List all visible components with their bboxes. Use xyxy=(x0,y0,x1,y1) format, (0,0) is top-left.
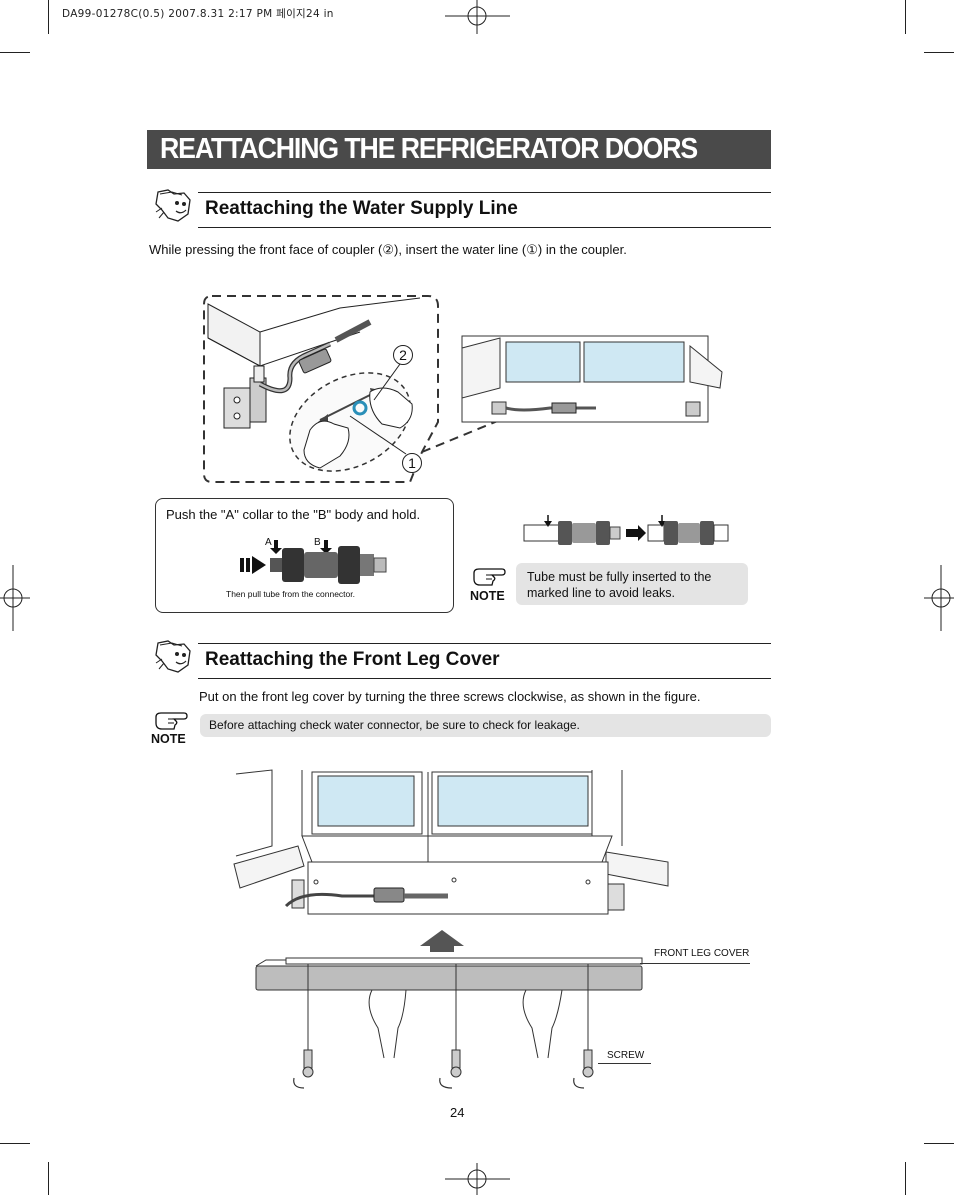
section-rule xyxy=(198,192,771,193)
section-rule xyxy=(198,678,771,679)
note-tube-inserted: Tube must be fully inserted to the marke… xyxy=(516,563,748,605)
crop-mark xyxy=(0,1143,30,1144)
connector-illustration xyxy=(240,540,387,584)
screw-label: SCREW xyxy=(607,1050,645,1061)
section-title-leg-cover: Reattaching the Front Leg Cover xyxy=(205,649,500,670)
screw-label-line xyxy=(598,1063,651,1064)
section-rule xyxy=(198,643,771,644)
pull-tube-text: Then pull tube from the connector. xyxy=(226,589,355,599)
section-rule xyxy=(198,227,771,228)
crop-mark xyxy=(905,1162,906,1195)
crop-mark xyxy=(0,52,30,53)
section-title-water-supply: Reattaching the Water Supply Line xyxy=(205,198,518,219)
callout-bubble-2: 2 xyxy=(393,345,413,365)
title-bar xyxy=(147,130,771,169)
coupler-detail-illustration xyxy=(203,295,723,483)
page-title: REATTACHING THE REFRIGERATOR DOORS xyxy=(160,133,698,165)
pointing-hand-icon xyxy=(473,568,506,586)
registration-mark-right xyxy=(924,565,954,631)
water-line-instruction: While pressing the front face of coupler… xyxy=(149,242,627,257)
note-check-leakage: Before attaching check water connector, … xyxy=(200,714,771,737)
note-label: NOTE xyxy=(151,732,186,746)
mascot-icon xyxy=(155,640,191,673)
pointing-hand-icon xyxy=(155,712,188,730)
registration-mark-left xyxy=(0,565,30,631)
crop-mark xyxy=(924,52,954,53)
push-instruction-box xyxy=(155,498,454,613)
crop-mark xyxy=(924,1143,954,1144)
crop-mark xyxy=(905,0,906,34)
leg-cover-illustration xyxy=(233,769,669,1089)
body-label-b: B xyxy=(314,537,321,548)
collar-label-a: A xyxy=(265,537,272,548)
page-number: 24 xyxy=(450,1105,465,1120)
callout-bubble-1: 1 xyxy=(402,453,422,473)
crop-mark xyxy=(48,1162,49,1195)
registration-mark-bottom xyxy=(445,1163,510,1195)
mascot-icon xyxy=(155,189,191,222)
crop-mark xyxy=(48,0,49,34)
push-instruction-text: Push the "A" collar to the "B" body and … xyxy=(166,507,421,522)
note-label: NOTE xyxy=(470,589,505,603)
leg-cover-instruction: Put on the front leg cover by turning th… xyxy=(199,689,701,704)
tube-insertion-illustration xyxy=(523,515,729,545)
front-leg-cover-label: FRONT LEG COVER xyxy=(654,948,750,959)
registration-mark-top xyxy=(445,0,510,34)
print-header: DA99-01278C(0.5) 2007.8.31 2:17 PM 페이지24… xyxy=(62,8,334,20)
cover-label-line xyxy=(640,963,750,964)
